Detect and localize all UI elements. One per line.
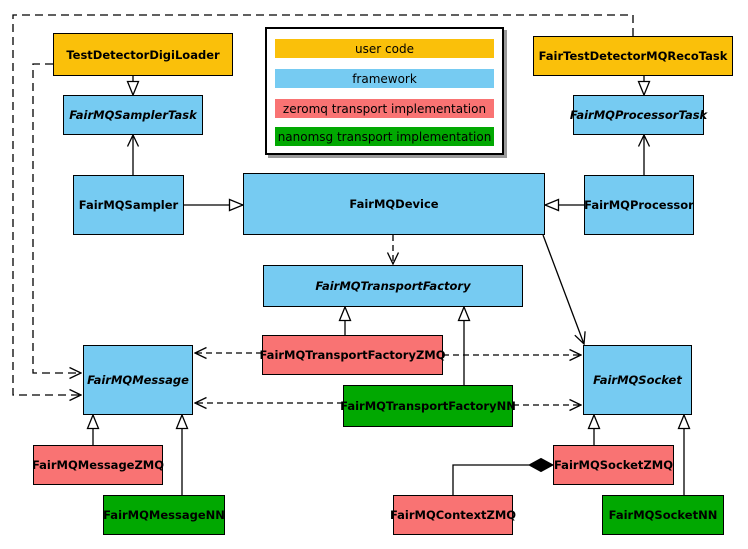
- node-fairmqsampler: FairMQSampler: [73, 175, 184, 235]
- node-fairmqcontextzmq: FairMQContextZMQ: [390, 495, 516, 535]
- association-edges: [133, 135, 644, 344]
- node-fairmqsocketnn: FairMQSocketNN: [602, 495, 724, 535]
- legend-item-zeromq: zeromq transport implementation: [275, 99, 494, 118]
- legend-panel: user code framework zeromq transport imp…: [265, 27, 504, 155]
- edge-device-socket: [542, 234, 584, 344]
- edge-digiloader-message: [32, 63, 81, 373]
- edge-contextzmq-socketzmq: [452, 464, 529, 495]
- node-fairmqtransportfactorynn: FairMQTransportFactoryNN: [340, 385, 516, 427]
- legend-item-framework: framework: [275, 69, 494, 88]
- node-fairmqsocketzmq: FairMQSocketZMQ: [553, 445, 674, 485]
- edge-recotask-message: [12, 14, 634, 395]
- node-fairmqtransportfactory: FairMQTransportFactory: [263, 265, 523, 307]
- node-fairmqtransportfactoryzmq: FairMQTransportFactoryZMQ: [260, 335, 446, 375]
- inheritance-edges: [93, 76, 684, 495]
- node-testdetectordigiloader: TestDetectorDigiLoader: [53, 33, 233, 76]
- node-fairmqsamplertask: FairMQSamplerTask: [63, 95, 203, 135]
- legend-item-user-code: user code: [275, 39, 494, 58]
- node-fairmqprocessortask: FairMQProcessorTask: [570, 95, 707, 135]
- composition-diamond-icon: [527, 457, 555, 473]
- node-fairmqmessagenn: FairMQMessageNN: [103, 495, 225, 535]
- legend-item-nanomsg: nanomsg transport implementation: [275, 127, 494, 146]
- composition-edge-contextzmq-socketzmq: [452, 457, 555, 495]
- node-fairtestdetectormqrecotask: FairTestDetectorMQRecoTask: [533, 36, 733, 76]
- node-fairmqprocessor: FairMQProcessor: [584, 175, 694, 235]
- node-fairmqmessagezmq: FairMQMessageZMQ: [32, 445, 164, 485]
- dependency-edges: [12, 14, 634, 405]
- node-fairmqdevice: FairMQDevice: [243, 173, 545, 235]
- node-fairmqmessage: FairMQMessage: [83, 345, 193, 415]
- node-fairmqsocket: FairMQSocket: [583, 345, 692, 415]
